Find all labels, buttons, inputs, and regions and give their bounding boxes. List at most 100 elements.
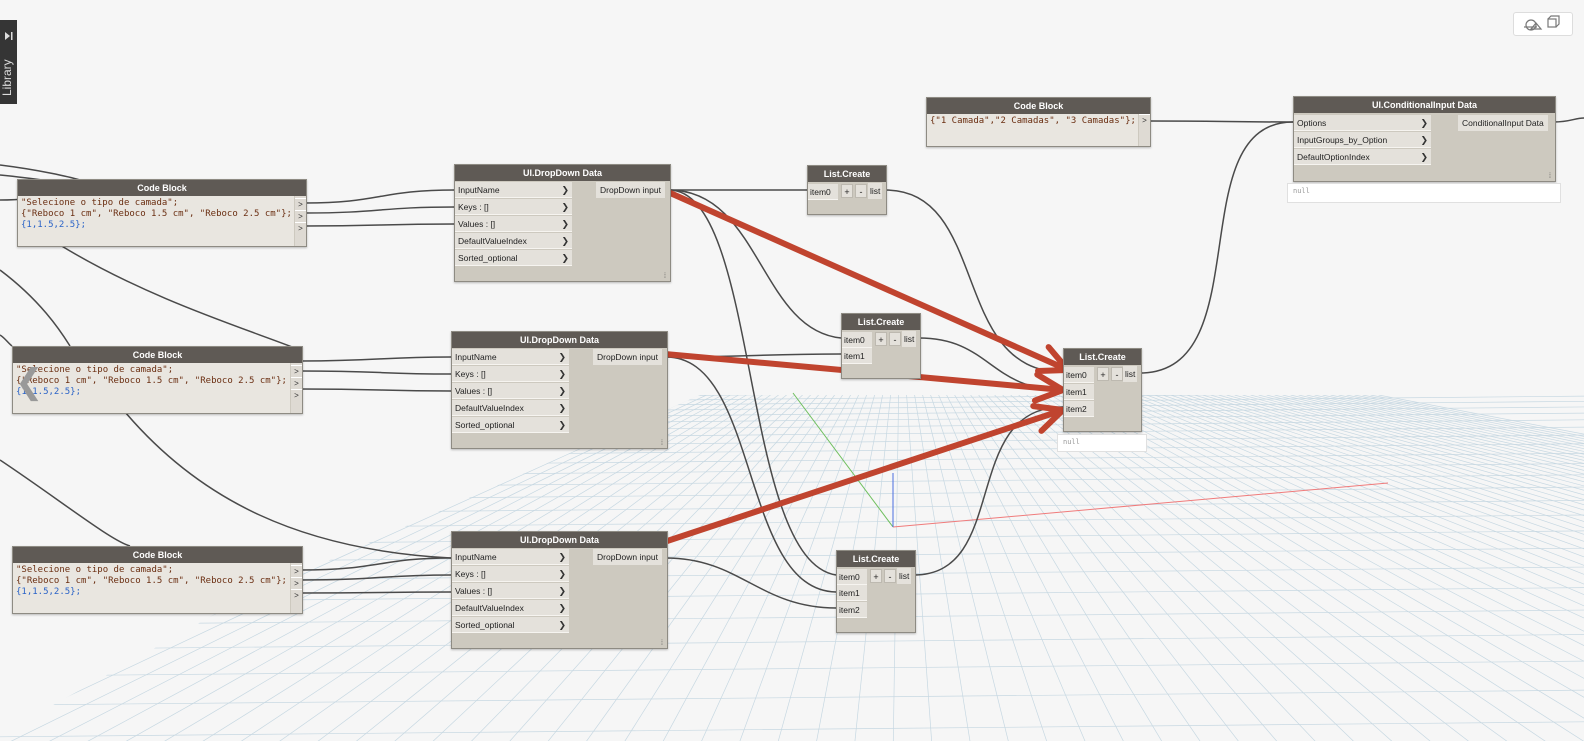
output-port-0[interactable]: > bbox=[1139, 114, 1150, 126]
input-port-defaultvalueindex[interactable]: DefaultValueIndex❯ bbox=[452, 600, 569, 616]
code-line: {1,1.5,2.5}; bbox=[16, 387, 82, 397]
output-port-list[interactable]: list bbox=[868, 183, 883, 199]
ui-conditionalinput-data-node[interactable]: UI.ConditionalInput Data Options❯ InputG… bbox=[1293, 96, 1556, 182]
remove-input-button[interactable]: - bbox=[889, 332, 901, 346]
output-port-column: > > > bbox=[291, 363, 302, 413]
output-port-list[interactable]: list bbox=[902, 331, 917, 347]
input-port-defaultvalueindex[interactable]: DefaultValueIndex❯ bbox=[455, 233, 572, 249]
output-port-0[interactable]: > bbox=[291, 365, 302, 377]
remove-input-button[interactable]: - bbox=[1111, 367, 1123, 381]
node-title: UI.DropDown Data bbox=[455, 165, 670, 181]
chevron-left-icon[interactable]: ❮ bbox=[15, 363, 44, 401]
output-port-column: > bbox=[1139, 114, 1150, 146]
node-preview: null bbox=[1287, 183, 1561, 203]
code-block-node[interactable]: Code Block "Selecione o tipo de camada";… bbox=[12, 346, 303, 414]
add-input-button[interactable]: + bbox=[870, 569, 882, 583]
annotation-arrow bbox=[637, 407, 1066, 553]
graph-view-icon[interactable] bbox=[1514, 13, 1572, 35]
output-port-dropdown-input[interactable]: DropDown input bbox=[593, 549, 662, 565]
port-label: Sorted_optional bbox=[458, 253, 518, 263]
remove-input-button[interactable]: - bbox=[855, 184, 867, 198]
output-port-2[interactable]: > bbox=[295, 222, 306, 234]
input-port-inputgroups-by-option[interactable]: InputGroups_by_Option❯ bbox=[1294, 132, 1431, 148]
output-port-list[interactable]: list bbox=[897, 568, 912, 584]
resize-handle: ⁞ bbox=[661, 440, 663, 447]
input-port-sorted-optional[interactable]: Sorted_optional❯ bbox=[452, 617, 569, 633]
code-block-node[interactable]: Code Block {"1 Camada","2 Camadas", "3 C… bbox=[926, 97, 1151, 147]
input-port-item1[interactable]: item1 bbox=[842, 348, 872, 364]
input-port-values[interactable]: Values : []❯ bbox=[452, 383, 569, 399]
input-port-defaultvalueindex[interactable]: DefaultValueIndex❯ bbox=[452, 400, 569, 416]
output-port-1[interactable]: > bbox=[291, 577, 302, 589]
code-line: {1,1.5,2.5}; bbox=[16, 587, 82, 597]
output-port-2[interactable]: > bbox=[291, 389, 302, 401]
connector-wire bbox=[304, 223, 456, 227]
input-port-keys[interactable]: Keys : []❯ bbox=[452, 366, 569, 382]
connector-wire bbox=[668, 189, 842, 339]
add-input-button[interactable]: + bbox=[875, 332, 887, 346]
input-port-item0[interactable]: item0 bbox=[837, 569, 867, 585]
code-editor[interactable]: "Selecione o tipo de camada"; {"Reboco 1… bbox=[13, 363, 290, 413]
output-port-column: > > > bbox=[295, 196, 306, 246]
list-create-node[interactable]: List.Create item0 + - list item1 item2 bbox=[836, 550, 916, 633]
input-port-item1[interactable]: item1 bbox=[837, 585, 867, 601]
input-port-keys[interactable]: Keys : []❯ bbox=[455, 199, 572, 215]
output-port-1[interactable]: > bbox=[291, 377, 302, 389]
output-port-list[interactable]: list bbox=[1123, 366, 1138, 382]
add-input-button[interactable]: + bbox=[841, 184, 853, 198]
input-port-item2[interactable]: item2 bbox=[1064, 401, 1094, 417]
connector-wire bbox=[884, 189, 1064, 373]
code-block-node[interactable]: Code Block "Selecione o tipo de camada";… bbox=[12, 546, 303, 614]
code-editor[interactable]: {"1 Camada","2 Camadas", "3 Camadas"}; bbox=[927, 114, 1138, 146]
list-create-node[interactable]: List.Create item0 + - list bbox=[807, 165, 887, 215]
axis-lines bbox=[792, 392, 1389, 528]
input-port-item0[interactable]: item0 bbox=[808, 184, 838, 200]
input-port-item0[interactable]: item0 bbox=[842, 332, 872, 348]
node-title: List.Create bbox=[808, 166, 886, 182]
list-create-node[interactable]: List.Create item0 + - list item1 bbox=[841, 313, 921, 379]
ui-dropdown-data-node[interactable]: UI.DropDown Data InputName❯ Keys : []❯ V… bbox=[451, 531, 668, 649]
node-title: List.Create bbox=[837, 551, 915, 567]
library-collapse-icon bbox=[4, 29, 13, 40]
code-block-node[interactable]: Code Block "Selecione o tipo de camada";… bbox=[17, 179, 307, 247]
list-create-node[interactable]: List.Create item0 + - list item1 item2 bbox=[1063, 348, 1142, 432]
code-editor[interactable]: "Selecione o tipo de camada"; {"Reboco 1… bbox=[13, 563, 290, 613]
ui-dropdown-data-node[interactable]: UI.DropDown Data InputName❯ Keys : []❯ V… bbox=[454, 164, 671, 282]
input-port-inputname[interactable]: InputName❯ bbox=[452, 549, 569, 565]
output-port-0[interactable]: > bbox=[295, 198, 306, 210]
add-input-button[interactable]: + bbox=[1097, 367, 1109, 381]
ui-dropdown-data-node[interactable]: UI.DropDown Data InputName❯ Keys : []❯ V… bbox=[451, 331, 668, 449]
input-port-item2[interactable]: item2 bbox=[837, 602, 867, 618]
input-port-options[interactable]: Options❯ bbox=[1294, 115, 1431, 131]
connector-wire bbox=[124, 411, 452, 559]
remove-input-button[interactable]: - bbox=[884, 569, 896, 583]
input-port-keys[interactable]: Keys : []❯ bbox=[452, 566, 569, 582]
output-port-2[interactable]: > bbox=[291, 589, 302, 601]
code-line: "Selecione o tipo de camada"; bbox=[21, 198, 179, 208]
input-port-item0[interactable]: item0 bbox=[1064, 367, 1094, 383]
output-port-1[interactable]: > bbox=[295, 210, 306, 222]
code-editor[interactable]: "Selecione o tipo de camada"; {"Reboco 1… bbox=[18, 196, 294, 246]
library-label: Library bbox=[0, 59, 14, 96]
library-tab[interactable]: Library bbox=[0, 20, 17, 104]
port-label: InputName bbox=[458, 185, 500, 195]
view-toggle[interactable] bbox=[1513, 12, 1573, 36]
connector-wire bbox=[0, 334, 13, 347]
input-port-values[interactable]: Values : []❯ bbox=[455, 216, 572, 232]
input-port-values[interactable]: Values : []❯ bbox=[452, 583, 569, 599]
input-port-item1[interactable]: item1 bbox=[1064, 384, 1094, 400]
output-port-conditionalinput-data[interactable]: ConditionalInput Data bbox=[1458, 115, 1548, 131]
input-port-sorted-optional[interactable]: Sorted_optional❯ bbox=[455, 250, 572, 266]
input-port-inputname[interactable]: InputName❯ bbox=[452, 349, 569, 365]
code-line: {1,1.5,2.5}; bbox=[21, 220, 87, 230]
connector-wire bbox=[1139, 121, 1294, 374]
input-port-inputname[interactable]: InputName❯ bbox=[455, 182, 572, 198]
input-port-defaultoptionindex[interactable]: DefaultOptionIndex❯ bbox=[1294, 149, 1431, 165]
output-port-dropdown-input[interactable]: DropDown input bbox=[596, 182, 665, 198]
input-port-sorted-optional[interactable]: Sorted_optional❯ bbox=[452, 417, 569, 433]
resize-handle: ⁞ bbox=[661, 640, 663, 647]
port-label: DefaultOptionIndex bbox=[1297, 152, 1370, 162]
connector-wire bbox=[300, 370, 452, 375]
output-port-dropdown-input[interactable]: DropDown input bbox=[593, 349, 662, 365]
output-port-0[interactable]: > bbox=[291, 565, 302, 577]
